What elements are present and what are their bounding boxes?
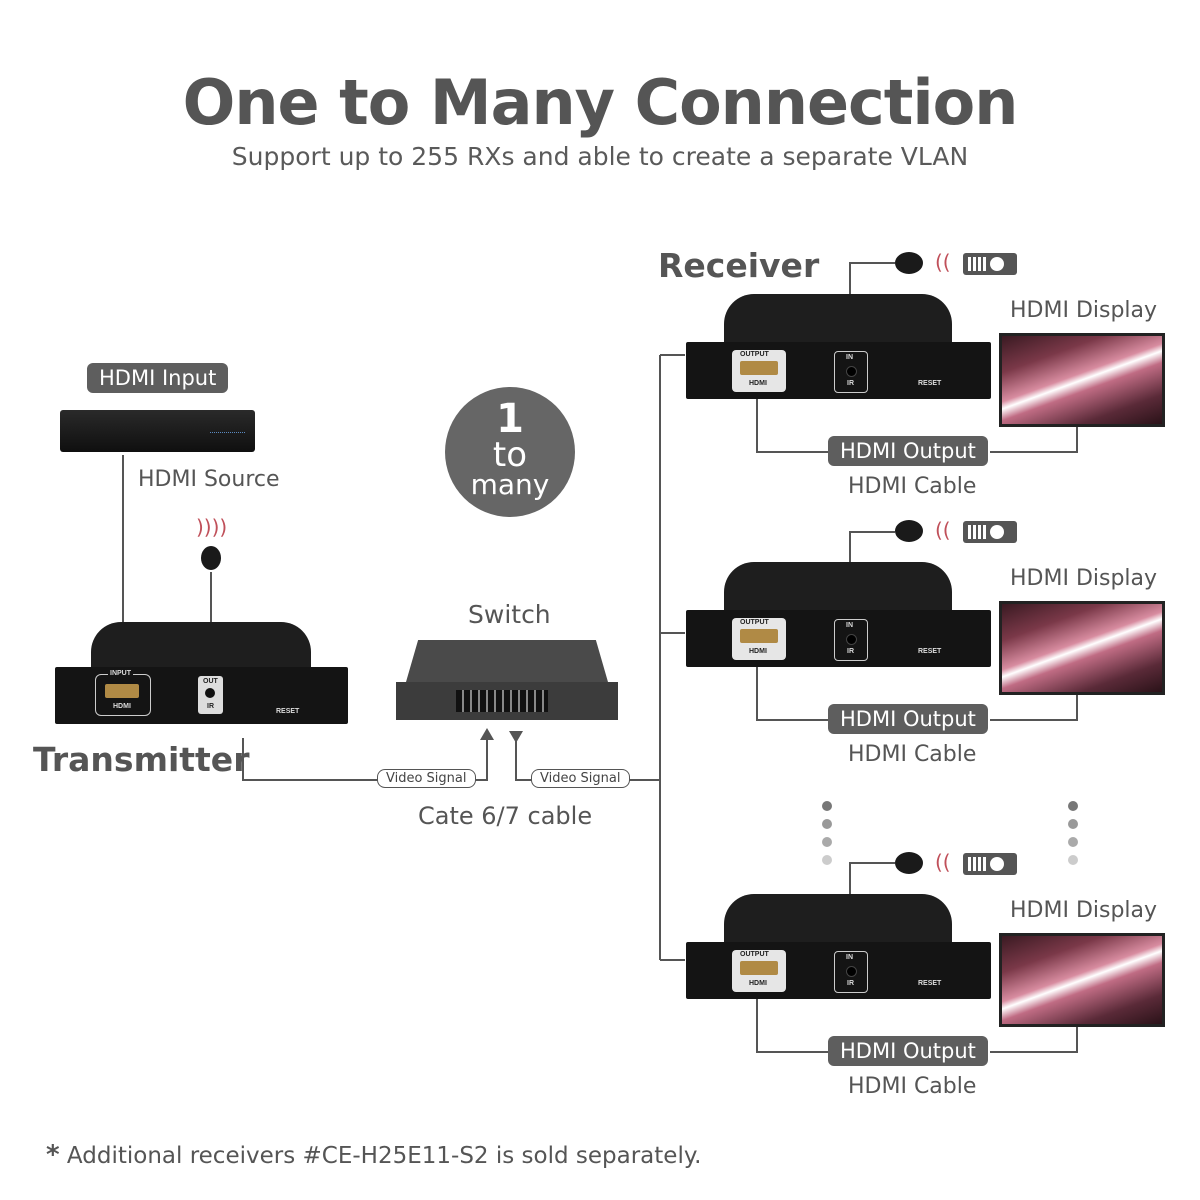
continuation-dot xyxy=(1068,819,1078,829)
ir-receiver-eye-icon xyxy=(895,520,923,542)
hdmi-display-label: HDMI Display xyxy=(1010,298,1158,323)
cable-label: Cate 6/7 cable xyxy=(418,802,593,830)
rx-ir-port: IN IR xyxy=(834,951,868,993)
signal-up-arrow xyxy=(480,728,494,740)
remote-control-icon xyxy=(963,521,1017,543)
video-signal-out-label: Video Signal xyxy=(531,769,630,788)
footnote-text: Additional receivers #CE-H25E11-S2 is so… xyxy=(66,1143,702,1169)
receiver-label: Receiver xyxy=(658,246,820,285)
rx-ir-port: IN IR xyxy=(834,351,868,393)
hdmi-display xyxy=(999,601,1165,695)
ir-receiver-eye-icon xyxy=(895,252,923,274)
ir-emitter-icon xyxy=(201,546,221,570)
device-buttons-icon xyxy=(210,432,245,437)
ir-signal-icon: )))) xyxy=(196,515,228,539)
continuation-dot xyxy=(822,819,832,829)
hdmi-output-pill: HDMI Output xyxy=(828,1036,988,1066)
remote-control-icon xyxy=(963,853,1017,875)
tx-ir-port: OUT IR xyxy=(198,676,223,714)
rx-hdmi-port: OUTPUT HDMI xyxy=(732,618,786,660)
continuation-dot xyxy=(1068,855,1078,865)
ir-signal-icon: (( xyxy=(935,850,951,874)
hdmi-output-pill: HDMI Output xyxy=(828,436,988,466)
continuation-dot xyxy=(822,855,832,865)
hdmi-cable-label: HDMI Cable xyxy=(848,1074,977,1099)
hdmi-source-label: HDMI Source xyxy=(138,467,280,492)
ir-signal-icon: (( xyxy=(935,250,951,274)
continuation-dot xyxy=(822,837,832,847)
page-title: One to Many Connection xyxy=(182,66,1019,139)
hdmi-cable-label: HDMI Cable xyxy=(848,742,977,767)
tx-to-switch-cable xyxy=(242,738,488,781)
rx-hdmi-port: OUTPUT HDMI xyxy=(732,950,786,992)
footnote-star: * xyxy=(46,1140,60,1170)
one-to-many-badge: 1 to many xyxy=(445,387,575,517)
hdmi-cable-label: HDMI Cable xyxy=(848,474,977,499)
signal-down-arrow xyxy=(509,731,523,743)
hdmi-input-pill: HDMI Input xyxy=(87,363,229,393)
continuation-dot xyxy=(1068,837,1078,847)
hdmi-display xyxy=(999,933,1165,1027)
tx-hdmi-port: INPUT HDMI xyxy=(95,670,151,716)
video-signal-in-label: Video Signal xyxy=(377,769,476,788)
page-subtitle: Support up to 255 RXs and able to create… xyxy=(231,142,969,171)
ir-receiver-eye-icon xyxy=(895,852,923,874)
hdmi-source-device xyxy=(60,410,255,452)
hdmi-display-label: HDMI Display xyxy=(1010,566,1158,591)
continuation-dot xyxy=(1068,801,1078,811)
rx-ir-port: IN IR xyxy=(834,619,868,661)
switch-ports xyxy=(456,690,548,712)
remote-control-icon xyxy=(963,253,1017,275)
rx-hdmi-port: OUTPUT HDMI xyxy=(732,350,786,392)
transmitter-label: Transmitter xyxy=(33,740,250,779)
switch-label: Switch xyxy=(468,600,551,629)
ir-signal-icon: (( xyxy=(935,518,951,542)
footnote: * Additional receivers #CE-H25E11-S2 is … xyxy=(46,1140,701,1170)
transmitter-device: INPUT HDMI OUT IR RESET xyxy=(55,622,348,724)
hdmi-output-pill: HDMI Output xyxy=(828,704,988,734)
hdmi-display-label: HDMI Display xyxy=(1010,898,1158,923)
continuation-dot xyxy=(822,801,832,811)
network-switch xyxy=(396,640,618,720)
hdmi-display xyxy=(999,333,1165,427)
